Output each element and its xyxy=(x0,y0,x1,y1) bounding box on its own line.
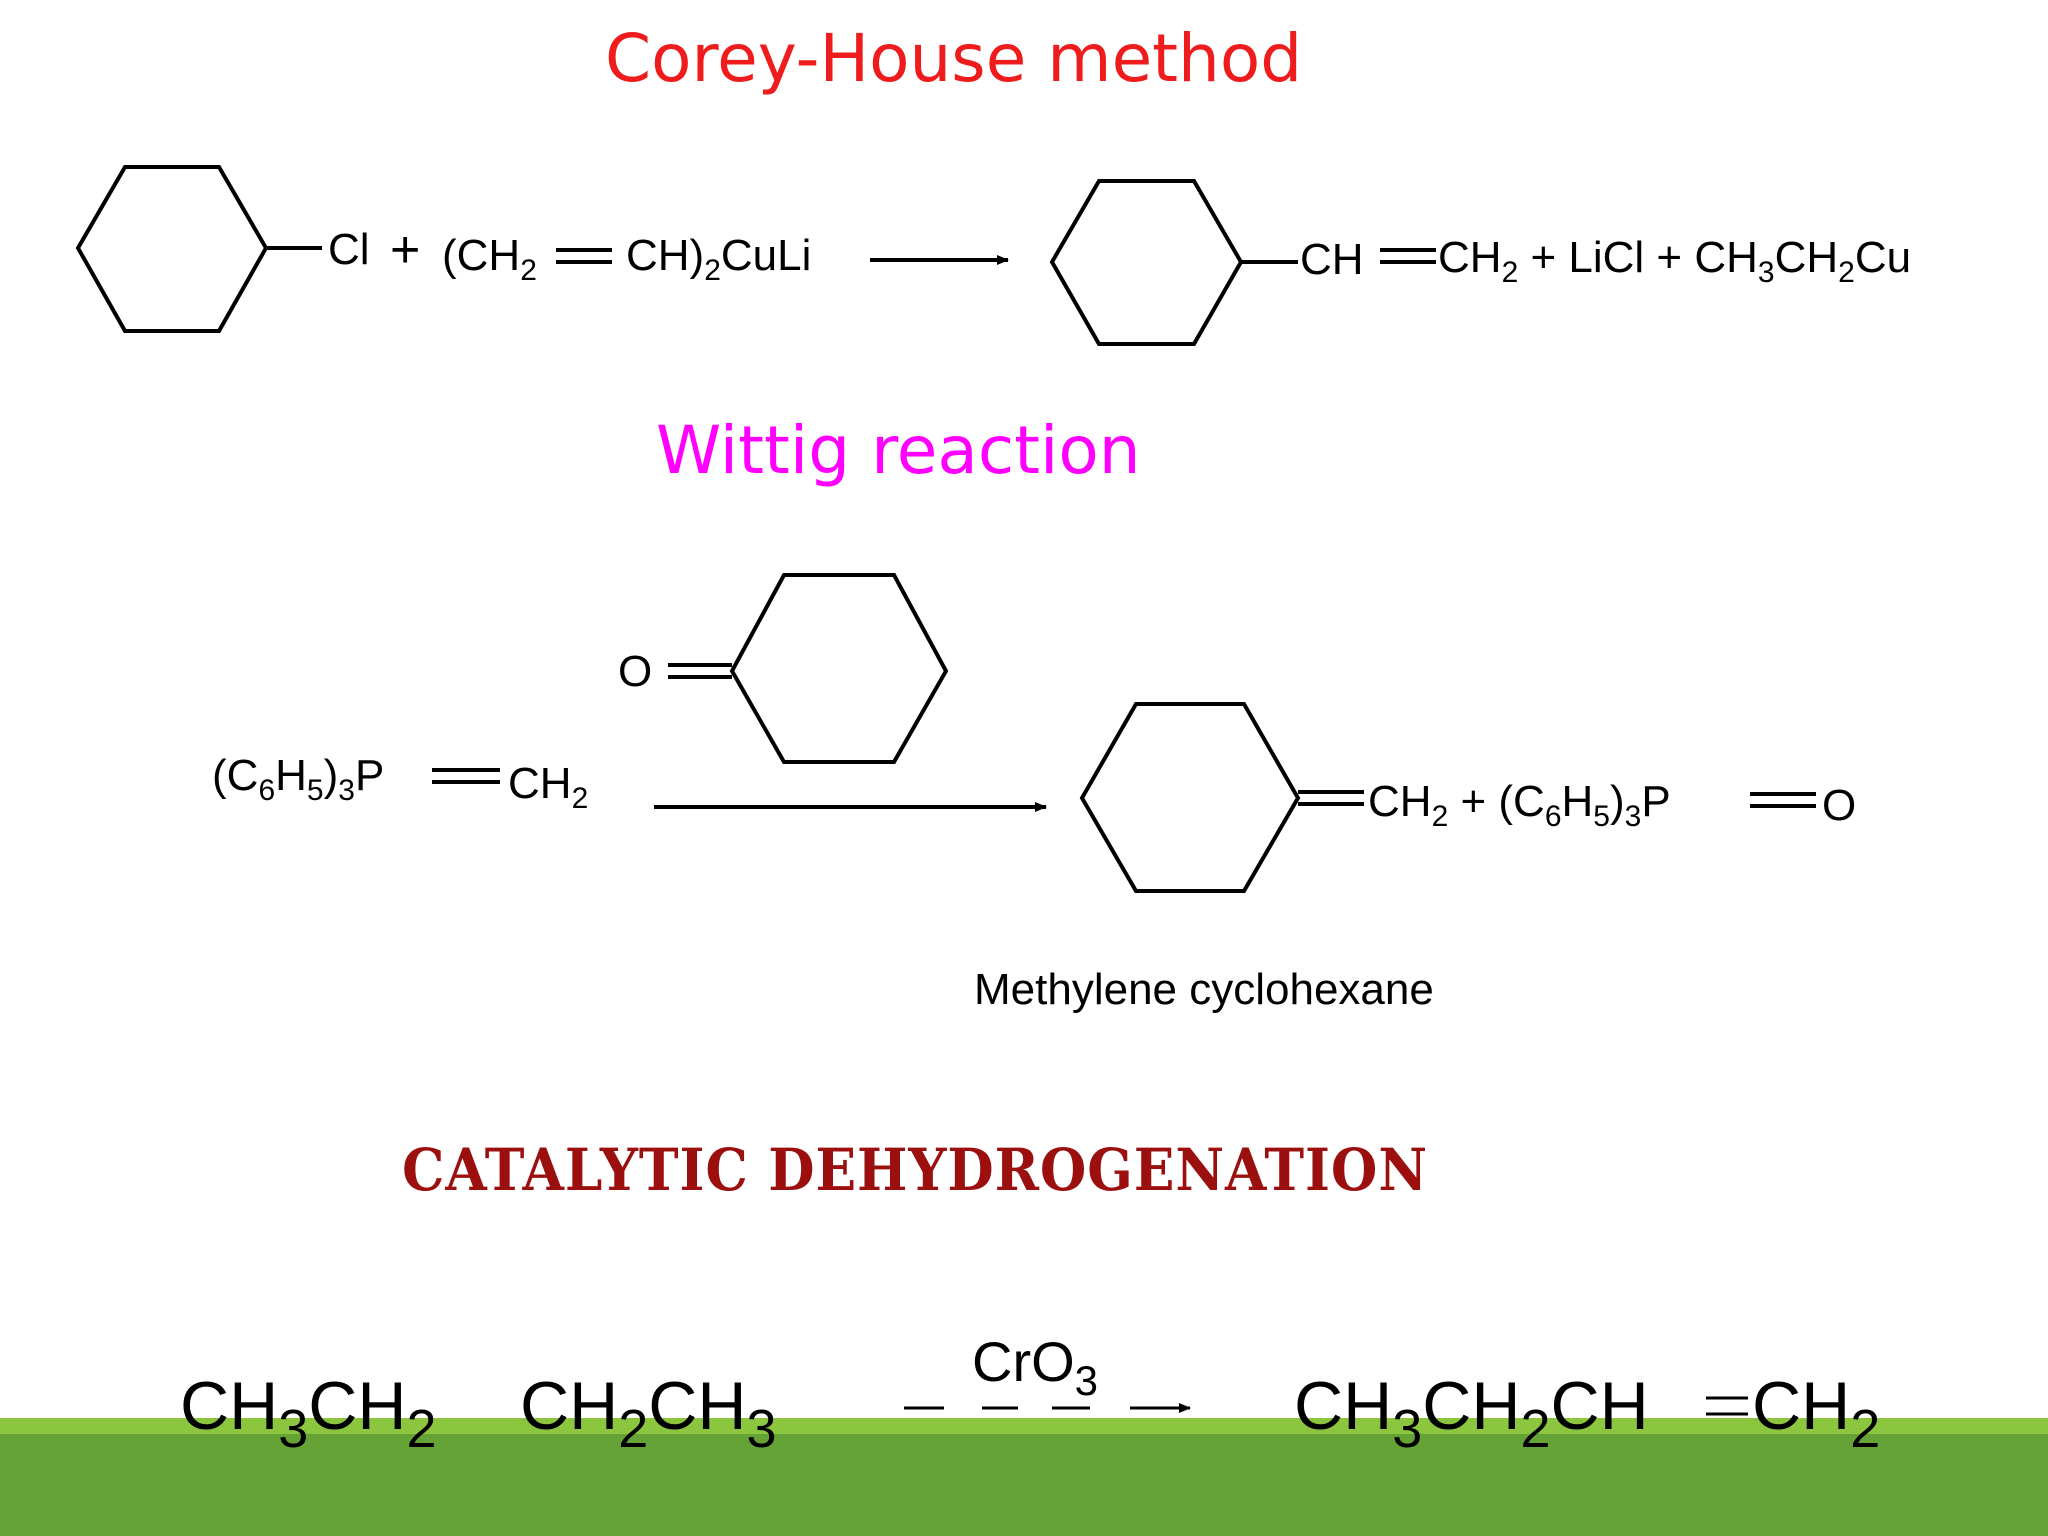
r2-sub-2: 2 xyxy=(618,1399,649,1459)
oxide-open: + (C xyxy=(1448,777,1545,826)
p-ch2: CH xyxy=(1422,1368,1521,1444)
wittig-product-formula: CH2 + (C6H5)3P xyxy=(1368,777,1671,832)
byproducts-sub-2: 2 xyxy=(1838,256,1855,289)
r2-ch: CH xyxy=(520,1368,619,1444)
corey-plus: + xyxy=(390,224,420,276)
ylide-h: H xyxy=(275,751,307,800)
methylenecyclohexane-ring xyxy=(1079,702,1301,893)
ylide-ch-sub: 2 xyxy=(571,782,589,815)
phosphine-oxide-oxygen: O xyxy=(1822,784,1856,828)
byproducts-lead: + LiCl + CH xyxy=(1518,233,1758,282)
catalyst-cro3: CrO3 xyxy=(972,1334,1098,1402)
ylide-sub-3: 3 xyxy=(338,774,355,807)
cl-label: Cl xyxy=(328,225,370,274)
p-ch2b: CH xyxy=(1752,1368,1851,1444)
ylide-sub-6: 6 xyxy=(258,774,276,807)
reagent-ch: CH) xyxy=(626,231,705,280)
wittig-product-ch-sub: 2 xyxy=(1431,800,1449,833)
product-ch: CH xyxy=(1300,238,1364,282)
catalyst-text: CrO xyxy=(972,1330,1075,1393)
r1-ch2: CH xyxy=(308,1368,407,1444)
phosphorus-ylide-right: CH2 xyxy=(508,759,588,814)
reagent-sub-1: 2 xyxy=(520,254,537,287)
r1-ch: CH xyxy=(180,1368,279,1444)
product-ch2-sub: 2 xyxy=(1501,256,1519,289)
byproducts-cu: Cu xyxy=(1854,233,1912,282)
oxide-close: ) xyxy=(1609,777,1625,826)
cyclohexanone-ring xyxy=(729,573,949,764)
byproducts-mid: CH xyxy=(1774,233,1839,282)
chloro-substituent: Cl xyxy=(328,228,370,272)
phosphorus-ylide-left: (C6H5)3P xyxy=(212,751,385,806)
oxide-p: P xyxy=(1641,777,1671,826)
ylide-p: P xyxy=(354,751,385,800)
cuprate-reagent-left: (CH2 xyxy=(442,231,537,286)
p-ch-c: CH xyxy=(1550,1368,1649,1444)
r2-sub-3: 3 xyxy=(746,1399,777,1459)
plus-sign: + xyxy=(390,221,421,279)
catalyst-sub: 3 xyxy=(1074,1357,1099,1404)
product-ch2-text: CH xyxy=(1438,233,1502,282)
product-ch-text: CH xyxy=(1300,235,1364,284)
reactant-ch3ch2: CH3CH2 xyxy=(180,1372,437,1456)
ground-stripe-dark xyxy=(0,1434,2048,1536)
methylene-cyclohexane-label: Methylene cyclohexane xyxy=(974,968,1434,1012)
oxide-sub-6: 6 xyxy=(1544,800,1562,833)
methylene-cyclohexane-text: Methylene cyclohexane xyxy=(974,965,1434,1014)
p-ch: CH xyxy=(1294,1368,1393,1444)
ketone-oxygen: O xyxy=(618,650,652,694)
corey-house-title-text: Corey-House method xyxy=(605,20,1303,97)
catalytic-dehydrogenation-title: CATALYTIC DEHYDROGENATION xyxy=(402,1136,1428,1204)
oxide-sub-5: 5 xyxy=(1593,800,1610,833)
r1-sub-2: 2 xyxy=(406,1399,437,1459)
ketone-o-text: O xyxy=(618,647,653,696)
p-sub-2: 2 xyxy=(1520,1399,1551,1459)
dehydro-title-text: CATALYTIC DEHYDROGENATION xyxy=(402,1136,1429,1204)
ylide-open: (C xyxy=(212,751,259,800)
wittig-title-text: Wittig reaction xyxy=(656,412,1141,489)
oxide-h: H xyxy=(1561,777,1594,826)
ground-stripe-light xyxy=(0,1418,2048,1434)
reactant-ch2ch3: CH2CH3 xyxy=(520,1372,777,1456)
r2-ch3: CH xyxy=(648,1368,747,1444)
r1-sub-3: 3 xyxy=(278,1399,309,1459)
reagent-open: (CH xyxy=(442,231,521,280)
product-butene-left: CH3CH2CH xyxy=(1294,1372,1649,1456)
corey-house-title: Corey-House method xyxy=(605,20,1302,97)
cyclohexane-ring-reactant xyxy=(75,165,269,333)
oxide-o: O xyxy=(1822,781,1857,830)
reagent-culi: CuLi xyxy=(720,231,812,280)
wittig-product-ch: CH xyxy=(1368,777,1432,826)
wittig-title: Wittig reaction xyxy=(656,412,1141,489)
product-butene-right: CH2 xyxy=(1752,1372,1880,1456)
cyclohexane-ring-product xyxy=(1049,179,1244,346)
cuprate-reagent-right: CH)2CuLi xyxy=(626,231,812,286)
reagent-sub-2: 2 xyxy=(704,254,721,287)
product-ch2-and-byproducts: CH2 + LiCl + CH3CH2Cu xyxy=(1438,233,1912,288)
p-sub-2b: 2 xyxy=(1850,1399,1881,1459)
p-sub-3: 3 xyxy=(1392,1399,1423,1459)
ylide-close: ) xyxy=(323,751,339,800)
ylide-sub-5: 5 xyxy=(306,774,324,807)
byproducts-sub-1: 3 xyxy=(1757,256,1775,289)
oxide-sub-3: 3 xyxy=(1624,800,1642,833)
ylide-ch: CH xyxy=(508,759,572,808)
